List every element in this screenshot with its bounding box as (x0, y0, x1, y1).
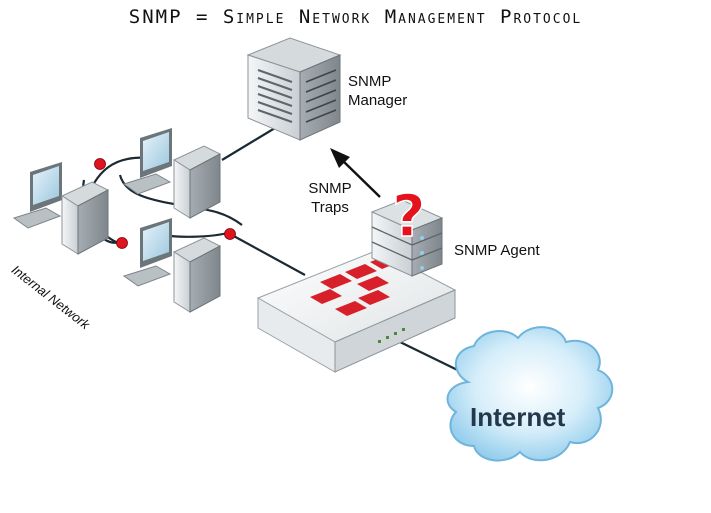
network-node-dots (94, 158, 236, 249)
snmp-trap-arrow (330, 148, 381, 198)
internet-label: Internet (470, 402, 566, 432)
snmp-agent-device (370, 199, 444, 277)
snmp-manager-server (246, 37, 342, 141)
snmp-manager-label-line1: SNMP (348, 73, 392, 90)
cable-manager-to-lan (221, 127, 276, 161)
workstation (122, 218, 222, 313)
snmp-traps-label-line2: Traps (311, 199, 349, 216)
node-dot (116, 237, 128, 249)
cable-lan-to-firewall (229, 233, 306, 276)
snmp-traps-label: SNMP Traps (306, 179, 354, 217)
node-dot (94, 158, 106, 170)
workstation (12, 162, 110, 255)
agent-question-mark: ? (392, 182, 426, 250)
snmp-manager-label: SNMP Manager (348, 72, 407, 110)
snmp-agent-label: SNMP Agent (454, 242, 540, 259)
workstation (122, 128, 222, 219)
snmp-traps-label-line1: SNMP (308, 180, 352, 197)
internet-cloud (446, 326, 614, 462)
snmp-manager-label-line2: Manager (348, 92, 408, 109)
diagram-title: SNMP = Simple Network Management Protoco… (128, 6, 583, 28)
firewall-logo (310, 254, 402, 316)
node-dot (224, 228, 236, 240)
